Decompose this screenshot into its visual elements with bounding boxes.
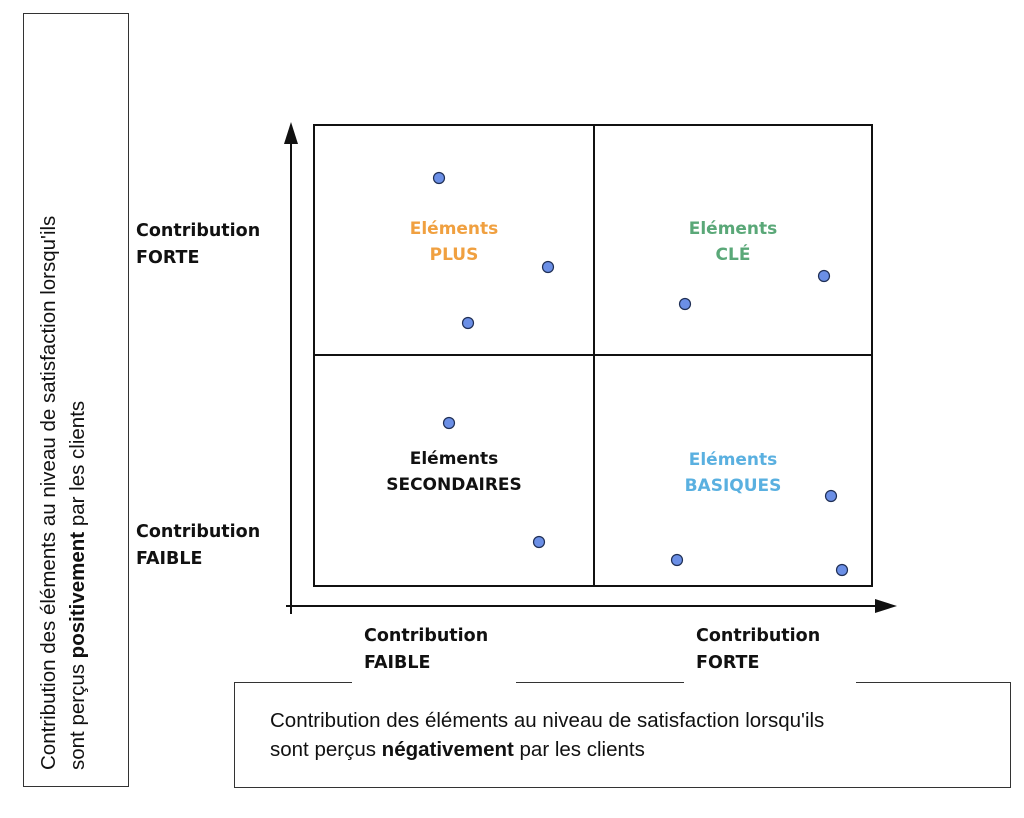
point-plus-2 xyxy=(541,260,555,274)
quadrant-label-secondaires: Eléments SECONDAIRES xyxy=(386,449,522,495)
point-secondaires-2 xyxy=(532,535,546,549)
x-axis-description-line1: Contribution des éléments au niveau de s… xyxy=(270,709,825,732)
point-basiques-2 xyxy=(670,553,684,567)
point-basiques-1 xyxy=(824,489,838,503)
x-box-gap-right xyxy=(684,676,856,690)
quadrant-label-basiques: Eléments BASIQUES xyxy=(684,450,782,496)
y-label-faible: Contribution FAIBLE xyxy=(136,522,261,569)
x-axis-description-line2: sont perçus négativement par les clients xyxy=(270,738,645,762)
y-axis-description-box xyxy=(23,13,129,787)
x-axis-description: Contribution des éléments au niveau de s… xyxy=(270,706,1000,764)
point-secondaires-1 xyxy=(442,416,456,430)
point-cle-1 xyxy=(817,269,831,283)
y-axis-arrowhead xyxy=(284,122,298,144)
points xyxy=(432,171,849,577)
x-label-forte: Contribution FORTE xyxy=(696,626,821,673)
point-plus-3 xyxy=(461,316,475,330)
axes xyxy=(284,122,897,614)
x-label-faible: Contribution FAIBLE xyxy=(364,626,489,673)
point-basiques-3 xyxy=(835,563,849,577)
point-plus-1 xyxy=(432,171,446,185)
quadrant-label-cle: Eléments CLÉ xyxy=(688,219,778,265)
x-box-gap-left xyxy=(352,676,516,690)
quadrant-label-plus: Eléments PLUS xyxy=(409,219,499,265)
point-cle-2 xyxy=(678,297,692,311)
x-axis-arrowhead xyxy=(875,599,897,613)
y-label-forte: Contribution FORTE xyxy=(136,221,261,268)
x-axis-description-box xyxy=(234,682,1011,788)
quadrant-grid xyxy=(313,124,873,587)
